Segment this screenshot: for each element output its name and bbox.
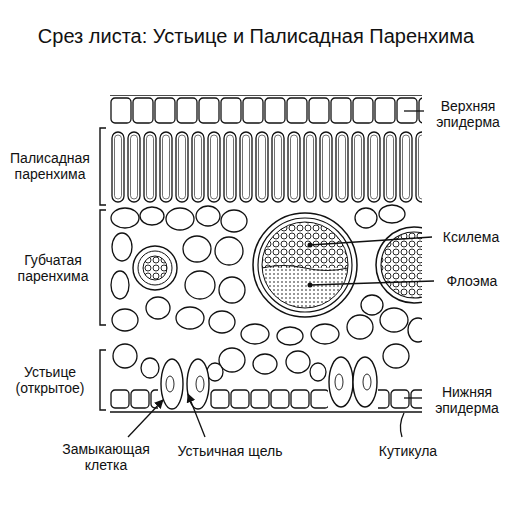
- structure-label: Устьице (открытое): [4, 364, 96, 396]
- leaf-tissue: [110, 95, 422, 412]
- diagram-title: Срез листа: Устьице и Палисадная Паренхи…: [0, 24, 512, 48]
- leader-lines: [128, 111, 434, 437]
- tissue-label: Ксилема: [436, 229, 506, 245]
- vascular-bundle-small: [133, 246, 177, 290]
- tissue-label: Нижняя эпидерма: [426, 384, 508, 416]
- structure-label: Замыкающая клетка: [54, 441, 158, 473]
- tissue-label: Верхняя эпидерма: [428, 98, 508, 130]
- tissue-label: Губчатая паренхима: [10, 252, 96, 284]
- guard-cells: [161, 357, 377, 409]
- vascular-bundle-large: [253, 213, 357, 317]
- tissue-label: Флоэма: [438, 273, 506, 289]
- tissue-label: Палисадная паренхима: [4, 150, 96, 182]
- structure-label: Устьичная щель: [170, 443, 290, 459]
- brackets: [100, 128, 106, 410]
- structure-label: Кутикула: [370, 443, 446, 459]
